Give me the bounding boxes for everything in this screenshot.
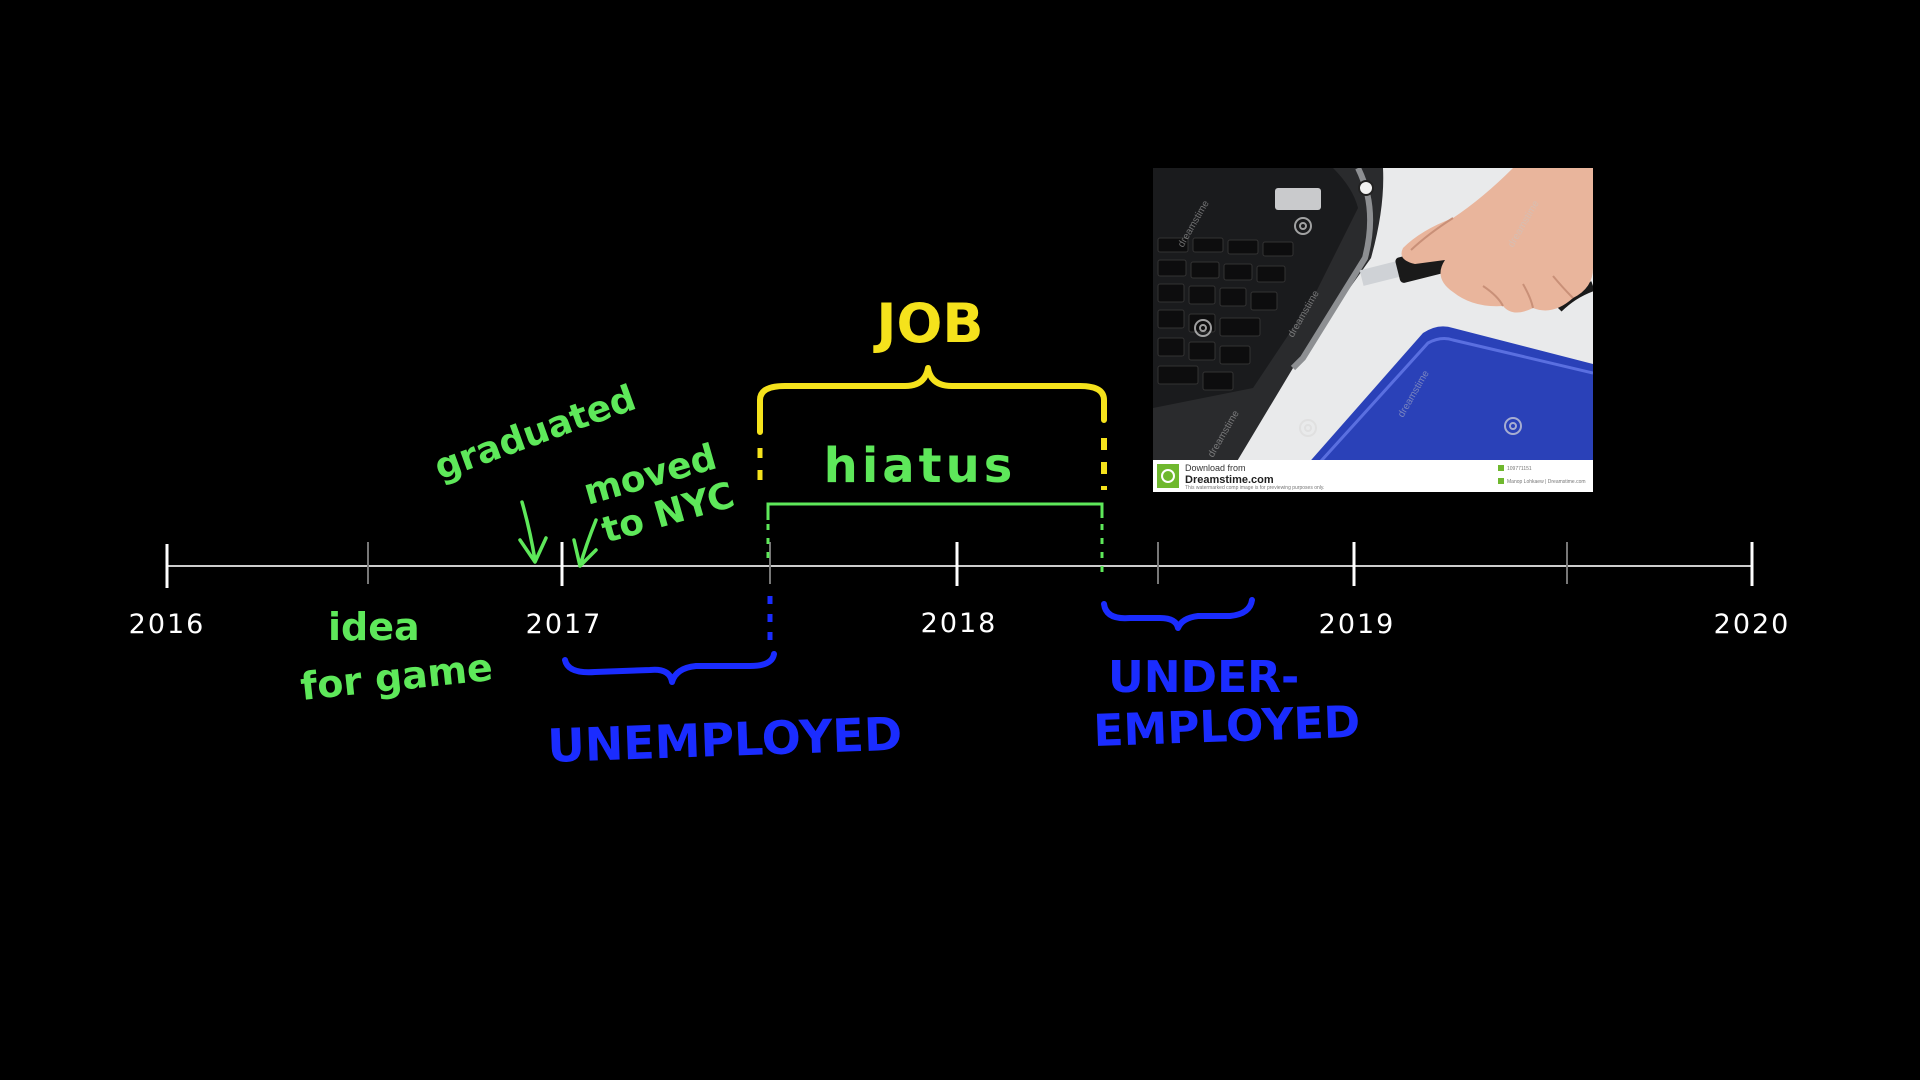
watermark-id: 109771151 [1507, 466, 1532, 472]
year-label-2019: 2019 [1319, 609, 1396, 640]
employed-label: EMPLOYED [1093, 697, 1361, 757]
watermark-line3: This watermarked comp image is for previ… [1185, 485, 1324, 491]
watermark-line2: Dreamstime.com [1185, 474, 1274, 486]
watermark-strip [1153, 460, 1593, 492]
unemployed-label: UNEMPLOYED [546, 707, 902, 773]
year-label-2020: 2020 [1714, 609, 1791, 640]
hand [1401, 168, 1593, 313]
hiatus-bracket [766, 502, 1104, 520]
idea-label: idea [328, 605, 420, 649]
job-bracket [757, 365, 1107, 435]
hiatus-label: hiatus [824, 438, 1017, 494]
graduated-arrow [518, 500, 548, 564]
job-label: JOB [872, 292, 983, 355]
watermark-credit: Manop Lohkaew | Dreamstime.com [1507, 479, 1586, 485]
underemployed-brace [1101, 597, 1255, 631]
under-label: UNDER- [1108, 652, 1299, 703]
stock-photo: dreamstime dreamstime dreamstime dreamst… [1153, 168, 1593, 492]
blue-drive [1283, 326, 1593, 492]
year-label-2016: 2016 [129, 609, 206, 640]
watermark-spirals [1194, 217, 1522, 437]
year-label-2017: 2017 [526, 609, 603, 640]
year-label-2018: 2018 [921, 608, 998, 639]
for-game-label: for game [298, 645, 494, 709]
moved-arrow [572, 518, 598, 568]
unemployed-brace [562, 651, 777, 685]
keyboard-keys [1157, 237, 1294, 391]
watermark-line1: Download from [1185, 463, 1246, 473]
